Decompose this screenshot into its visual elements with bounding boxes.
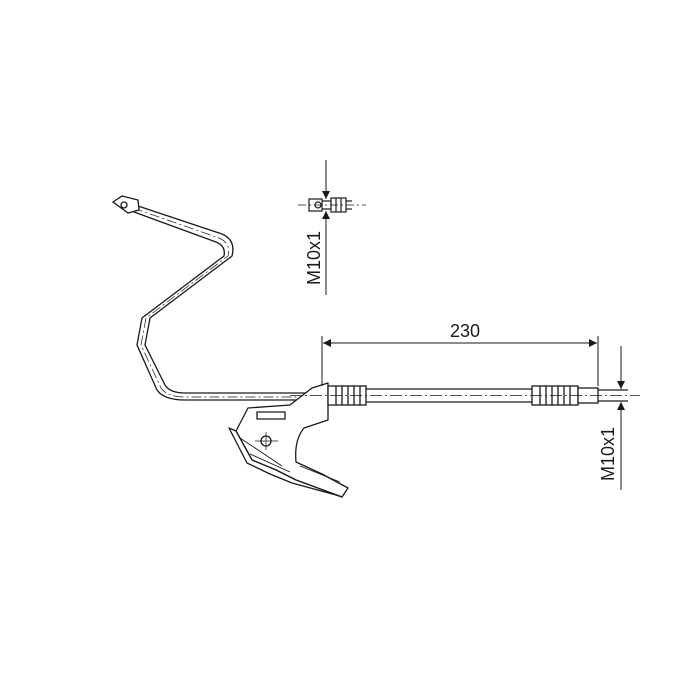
length-label: 230 — [450, 321, 480, 341]
metal-pipe — [131, 203, 312, 401]
top-thread-label: M10x1 — [304, 231, 324, 285]
right-thread-dimension: M10x1 — [598, 346, 625, 490]
mounting-bracket — [228, 382, 349, 498]
length-dimension: 230 — [321, 321, 599, 386]
pipe-end-fitting — [111, 195, 140, 214]
right-thread-label: M10x1 — [598, 427, 618, 481]
top-thread-detail: M10x1 — [298, 160, 366, 295]
flexible-hose — [290, 385, 640, 406]
